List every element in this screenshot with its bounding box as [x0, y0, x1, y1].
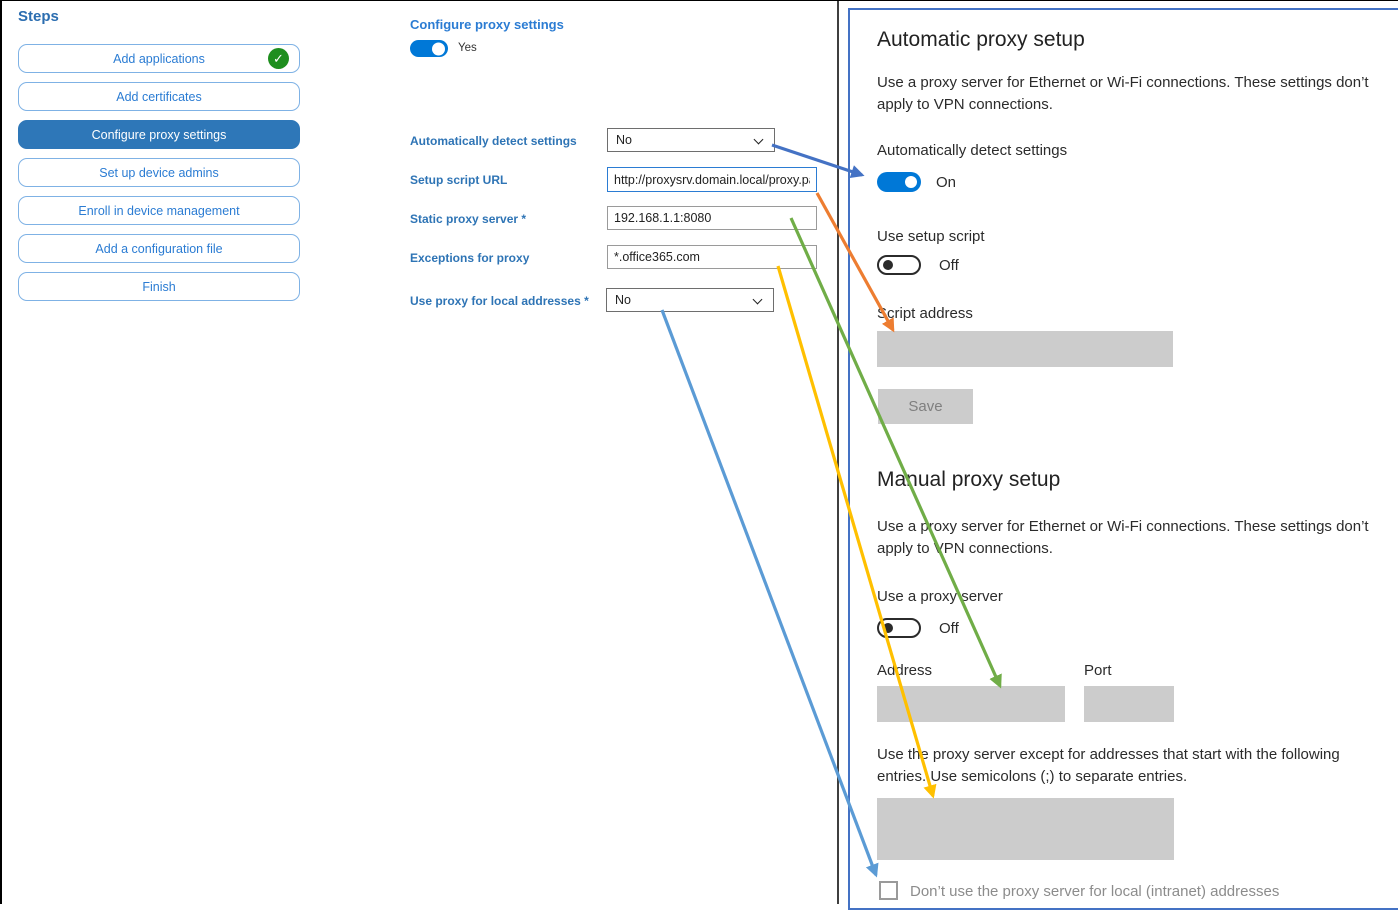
completed-check-icon: ✓: [268, 48, 289, 69]
port-label: Port: [1084, 662, 1112, 679]
step-add-certificates[interactable]: Add certificates: [18, 82, 300, 111]
save-button[interactable]: Save: [878, 389, 973, 424]
use-setup-script-state: Off: [939, 257, 959, 274]
use-setup-script-toggle[interactable]: [877, 255, 921, 275]
step-label: Finish: [142, 279, 176, 294]
chevron-down-icon: [753, 134, 764, 145]
field-label-auto-detect: Automatically detect settings: [410, 134, 577, 148]
dropdown-value: No: [616, 133, 632, 147]
steps-list: Add applications ✓ Add certificates Conf…: [18, 44, 300, 310]
step-label: Add certificates: [116, 89, 202, 104]
arrow-local-addresses: [660, 309, 879, 878]
automatic-proxy-setup-title: Automatic proxy setup: [877, 28, 1085, 51]
step-enroll-in-device-management[interactable]: Enroll in device management: [18, 196, 300, 225]
step-label: Configure proxy settings: [91, 127, 227, 142]
toggle-knob: [432, 42, 445, 55]
configure-proxy-toggle[interactable]: [410, 40, 448, 57]
manual-proxy-setup-title: Manual proxy setup: [877, 468, 1061, 491]
local-intranet-checkbox[interactable]: [879, 881, 898, 900]
field-label-static-proxy: Static proxy server *: [410, 212, 527, 226]
auto-detect-dropdown[interactable]: No: [607, 128, 775, 152]
step-configure-proxy-settings[interactable]: Configure proxy settings: [18, 120, 300, 149]
proxy-exceptions-description: Use the proxy server except for addresse…: [877, 746, 1340, 785]
use-a-proxy-server-toggle[interactable]: [877, 618, 921, 638]
use-a-proxy-server-label: Use a proxy server: [877, 588, 1003, 605]
toggle-knob: [883, 260, 893, 270]
auto-detect-settings-toggle[interactable]: [877, 172, 921, 192]
step-add-a-configuration-file[interactable]: Add a configuration file: [18, 234, 300, 263]
step-add-applications[interactable]: Add applications ✓: [18, 44, 300, 73]
step-label: Add applications: [113, 51, 205, 66]
static-proxy-server-input[interactable]: [607, 206, 817, 230]
local-addresses-dropdown[interactable]: No: [606, 288, 774, 312]
step-set-up-device-admins[interactable]: Set up device admins: [18, 158, 300, 187]
manual-proxy-description: Use a proxy server for Ethernet or Wi-Fi…: [877, 518, 1369, 557]
automatic-proxy-description: Use a proxy server for Ethernet or Wi-Fi…: [877, 74, 1369, 113]
toggle-knob: [883, 623, 893, 633]
step-finish[interactable]: Finish: [18, 272, 300, 301]
port-input[interactable]: [1084, 686, 1174, 722]
auto-detect-settings-label: Automatically detect settings: [877, 142, 1068, 159]
dropdown-value: No: [615, 293, 631, 307]
screenshot-border-top: [0, 0, 1398, 1]
step-label: Enroll in device management: [78, 203, 240, 218]
script-address-input[interactable]: [877, 331, 1173, 367]
windows-proxy-settings-panel: Automatic proxy setup Use a proxy server…: [848, 8, 1398, 910]
script-address-label: Script address: [877, 305, 973, 322]
field-label-setup-script-url: Setup script URL: [410, 173, 508, 187]
configure-proxy-toggle-label: Yes: [458, 42, 477, 54]
chevron-down-icon: [752, 294, 763, 305]
use-a-proxy-server-state: Off: [939, 620, 959, 637]
panel-divider: [837, 0, 839, 904]
auto-detect-toggle-state: On: [936, 174, 957, 191]
proxy-exceptions-textarea[interactable]: [877, 798, 1174, 860]
exceptions-for-proxy-input[interactable]: [607, 245, 817, 269]
setup-script-url-input[interactable]: [607, 167, 817, 192]
field-label-local-addresses: Use proxy for local addresses *: [410, 294, 589, 308]
local-intranet-checkbox-label: Don’t use the proxy server for local (in…: [910, 883, 1280, 900]
steps-panel-title: Steps: [18, 8, 59, 25]
address-label: Address: [877, 662, 933, 679]
screenshot-border-left: [0, 0, 2, 904]
field-label-exceptions: Exceptions for proxy: [410, 251, 530, 265]
toggle-knob: [905, 176, 917, 188]
step-label: Set up device admins: [99, 165, 219, 180]
step-label: Add a configuration file: [95, 241, 223, 256]
use-setup-script-label: Use setup script: [877, 228, 985, 245]
form-title: Configure proxy settings: [410, 17, 564, 32]
address-input[interactable]: [877, 686, 1065, 722]
